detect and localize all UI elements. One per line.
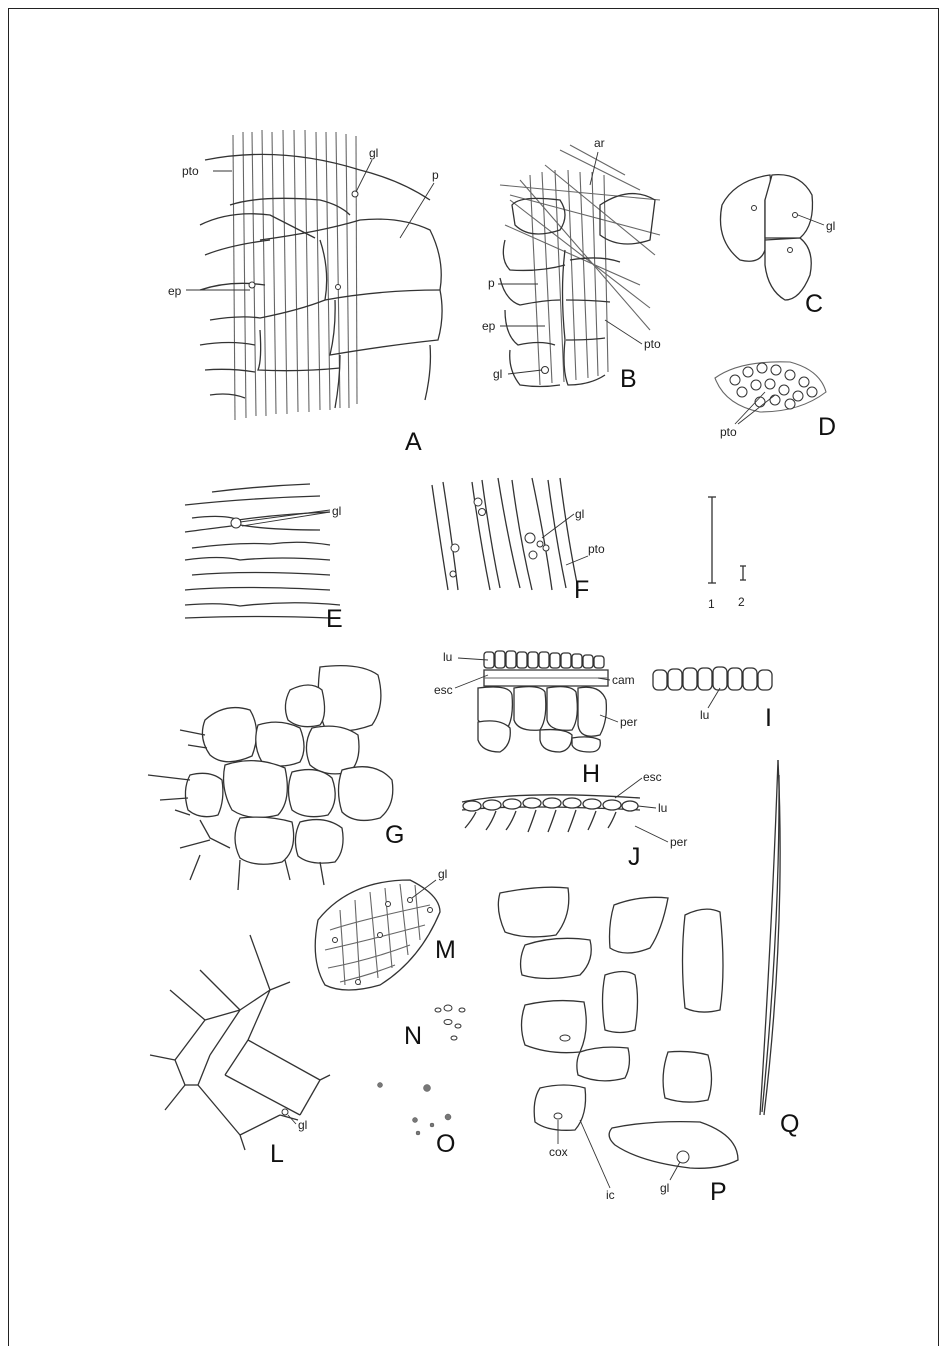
panel-letter-i: I [765, 704, 772, 732]
panel-letter-f: F [574, 576, 589, 604]
label-h-esc: esc [434, 683, 453, 697]
label-c-gl: gl [826, 219, 835, 233]
label-j-lu: lu [658, 801, 667, 815]
label-b-gl: gl [493, 367, 502, 381]
panel-n-drawing: N [404, 1005, 465, 1050]
label-a-gl: gl [369, 146, 378, 160]
label-p-ic: ic [606, 1188, 615, 1202]
label-a-p: p [432, 168, 439, 182]
panel-d-drawing: pto D [715, 362, 836, 441]
panel-letter-l: L [270, 1140, 284, 1168]
label-l-gl: gl [298, 1118, 307, 1132]
panel-p-drawing: cox ic gl P [498, 887, 738, 1206]
panel-q-drawing: Q [760, 760, 799, 1138]
label-b-ep: ep [482, 319, 496, 333]
panel-letter-d: D [818, 413, 836, 441]
panel-letter-m: M [435, 936, 456, 964]
panel-letter-h: H [582, 760, 600, 788]
label-p-cox: cox [549, 1145, 568, 1159]
panel-o-drawing: O [378, 1083, 456, 1159]
label-i-lu: lu [700, 708, 709, 722]
label-e-gl: gl [332, 504, 341, 518]
panel-m-drawing: gl M [315, 867, 456, 990]
panel-letter-p: P [710, 1178, 727, 1206]
panel-l-drawing: gl L [150, 935, 330, 1168]
label-a-ep: ep [168, 284, 182, 298]
panel-letter-q: Q [780, 1110, 799, 1138]
scale-bar-1-label: 1 [708, 597, 715, 611]
label-b-ar: ar [594, 136, 605, 150]
label-p-gl: gl [660, 1181, 669, 1195]
label-b-pto: pto [644, 337, 661, 351]
label-f-pto: pto [588, 542, 605, 556]
label-h-cam: cam [612, 673, 635, 687]
panel-g-drawing: G [148, 666, 404, 890]
panel-j-drawing: esc lu per J [462, 770, 687, 871]
label-m-gl: gl [438, 867, 447, 881]
panel-letter-g: G [385, 821, 404, 849]
label-f-gl: gl [575, 507, 584, 521]
panel-letter-e: E [326, 605, 343, 633]
label-h-per: per [620, 715, 637, 729]
panel-c-drawing: gl C [720, 175, 835, 318]
label-a-pto: pto [182, 164, 199, 178]
label-j-per: per [670, 835, 687, 849]
panel-e-drawing: gl E [185, 484, 343, 633]
scale-bar-2-label: 2 [738, 595, 745, 609]
panel-letter-n: N [404, 1022, 422, 1050]
label-d-pto: pto [720, 425, 737, 439]
panel-b-drawing: ar p ep pto gl B [482, 136, 661, 393]
scale-bars: 1 2 [708, 497, 746, 611]
panel-a-drawing: pto gl p ep A [168, 130, 442, 456]
label-b-p: p [488, 276, 495, 290]
panel-h-drawing: lu esc cam per H [434, 650, 637, 788]
label-j-esc: esc [643, 770, 662, 784]
panel-f-drawing: gl pto F [432, 478, 605, 604]
panel-letter-a: A [405, 428, 422, 456]
panel-letter-c: C [805, 290, 823, 318]
panel-letter-o: O [436, 1130, 455, 1158]
panel-letter-j: J [628, 843, 641, 871]
label-h-lu: lu [443, 650, 452, 664]
panel-letter-b: B [620, 365, 637, 393]
panel-i-drawing: lu I [653, 667, 772, 732]
